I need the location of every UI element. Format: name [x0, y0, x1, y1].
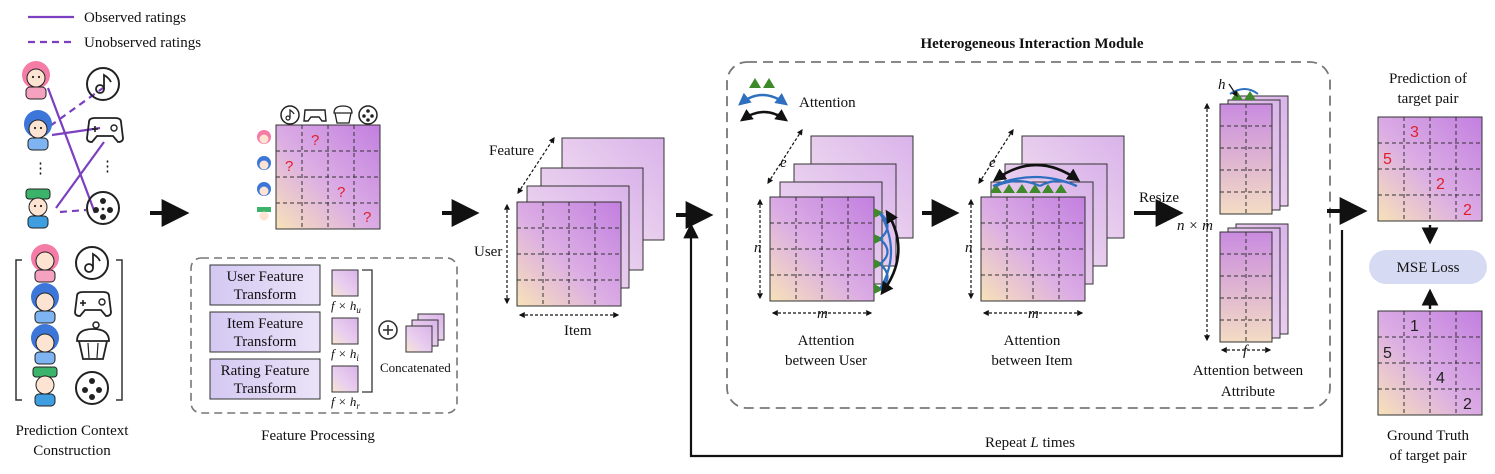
svg-text:Transform: Transform	[234, 334, 297, 350]
item-feature-transform	[209, 311, 321, 353]
cupcake-icon	[76, 321, 110, 360]
svg-text:h: h	[1218, 77, 1226, 93]
unknown-rating: ?	[285, 158, 293, 175]
resize-label: Resize	[1139, 190, 1179, 206]
context-section: ⋮ ⋮	[15, 61, 130, 459]
ground-truth-section: 1 5 4 2 Ground Truth of target pair	[1377, 310, 1483, 464]
attention-legend: Attention	[738, 78, 856, 122]
feature-processing: User Feature Transform Item Feature Tran…	[190, 257, 458, 444]
mse-loss-label: MSE Loss	[1397, 260, 1460, 276]
svg-text:f × hr: f × hr	[331, 394, 360, 411]
svg-text:Rating Feature: Rating Feature	[221, 363, 310, 379]
rating-feature-transform	[209, 358, 321, 400]
legend-observed: Observed ratings	[84, 10, 186, 26]
gamepad-icon	[86, 117, 124, 143]
true-rating: 2	[1463, 396, 1472, 413]
svg-text:f: f	[1243, 343, 1249, 359]
user-feature-transform	[209, 264, 321, 306]
predicted-rating: 2	[1436, 176, 1445, 193]
predicted-rating: 3	[1410, 124, 1419, 141]
svg-text:e: e	[780, 155, 787, 171]
legend-unobserved: Unobserved ratings	[84, 35, 201, 51]
item-attention-caption: Attention	[1004, 333, 1061, 349]
prediction-title: Prediction of	[1389, 71, 1467, 87]
girl-user-icon	[31, 244, 59, 283]
svg-text:of target pair: of target pair	[1389, 448, 1466, 464]
attention-legend-label: Attention	[799, 95, 856, 111]
feature-axis-label: Feature	[489, 143, 534, 159]
svg-text:Transform: Transform	[234, 381, 297, 397]
feature-processing-caption: Feature Processing	[261, 428, 375, 444]
item-ellipsis: ⋮	[100, 159, 115, 175]
blue-hair-user-icon	[24, 110, 52, 151]
context-caption-line1: Prediction Context	[16, 423, 130, 439]
svg-text:Attribute: Attribute	[1221, 384, 1275, 400]
item-axis-label: Item	[564, 323, 592, 339]
user-attention-caption: Attention	[798, 333, 855, 349]
svg-text:m: m	[1028, 306, 1039, 322]
attribute-attention-block: h ⋮ n × m f Attention between Attribute	[1177, 77, 1304, 400]
svg-text:e: e	[989, 155, 996, 171]
svg-text:n: n	[965, 240, 973, 256]
svg-text:Transform: Transform	[234, 287, 297, 303]
prediction-section: Prediction of target pair 3 5 2 2	[1377, 71, 1483, 222]
film-reel-icon	[358, 105, 378, 125]
repeat-label: Repeat L times	[985, 435, 1075, 451]
user-attention-block: e n m Attention between User	[754, 128, 914, 369]
music-icon	[280, 105, 300, 125]
gamepad-icon	[74, 291, 112, 317]
svg-text:f × hu: f × hu	[331, 298, 361, 315]
item-attention-block: e n m Attention between Item	[965, 128, 1125, 369]
true-rating: 5	[1383, 345, 1392, 362]
attribute-attention-caption: Attention between	[1193, 363, 1304, 379]
blue-hair-user-icon	[31, 324, 59, 365]
predicted-rating: 5	[1383, 151, 1392, 168]
heterogeneous-interaction-module: Heterogeneous Interaction Module Attenti…	[726, 36, 1331, 409]
film-reel-icon	[86, 191, 120, 225]
svg-text:target pair: target pair	[1398, 91, 1459, 107]
music-icon	[75, 246, 109, 280]
mse-loss: MSE Loss	[1369, 250, 1487, 284]
blue-hair-user-icon	[31, 283, 59, 324]
context-caption-line2: Construction	[33, 443, 111, 459]
gamepad-icon	[303, 109, 327, 122]
svg-text:between User: between User	[785, 353, 867, 369]
green-hat-user-icon	[25, 188, 51, 229]
rating-matrix: ? ? ? ?	[257, 105, 381, 230]
svg-text:between Item: between Item	[991, 353, 1073, 369]
svg-text:User Feature: User Feature	[226, 269, 303, 285]
true-rating: 4	[1436, 370, 1445, 387]
legend: Observed ratings Unobserved ratings	[28, 10, 201, 51]
svg-text:m: m	[817, 306, 828, 322]
film-reel-icon	[75, 371, 109, 405]
true-rating: 1	[1410, 318, 1419, 335]
svg-text:f × hi: f × hi	[331, 346, 359, 363]
feature-tensor: Feature User Item	[474, 136, 665, 339]
unknown-rating: ?	[311, 132, 319, 149]
green-hat-user-icon	[32, 366, 58, 407]
cupcake-icon	[333, 105, 353, 124]
svg-text:Item Feature: Item Feature	[227, 316, 304, 332]
svg-text:n: n	[754, 240, 762, 256]
ground-truth-title: Ground Truth	[1387, 428, 1470, 444]
module-title: Heterogeneous Interaction Module	[920, 36, 1143, 52]
predicted-rating: 2	[1463, 202, 1472, 219]
user-axis-label: User	[474, 244, 502, 260]
concat-label: Concatenated	[380, 360, 451, 375]
concat-operator-icon	[378, 320, 398, 340]
repeat-loop: Repeat L times	[683, 222, 1344, 458]
unknown-rating: ?	[363, 209, 371, 226]
unknown-rating: ?	[337, 184, 345, 201]
music-icon	[86, 67, 120, 101]
girl-user-icon	[22, 61, 50, 100]
user-ellipsis: ⋮	[33, 161, 48, 177]
svg-text:n × m: n × m	[1177, 218, 1213, 234]
